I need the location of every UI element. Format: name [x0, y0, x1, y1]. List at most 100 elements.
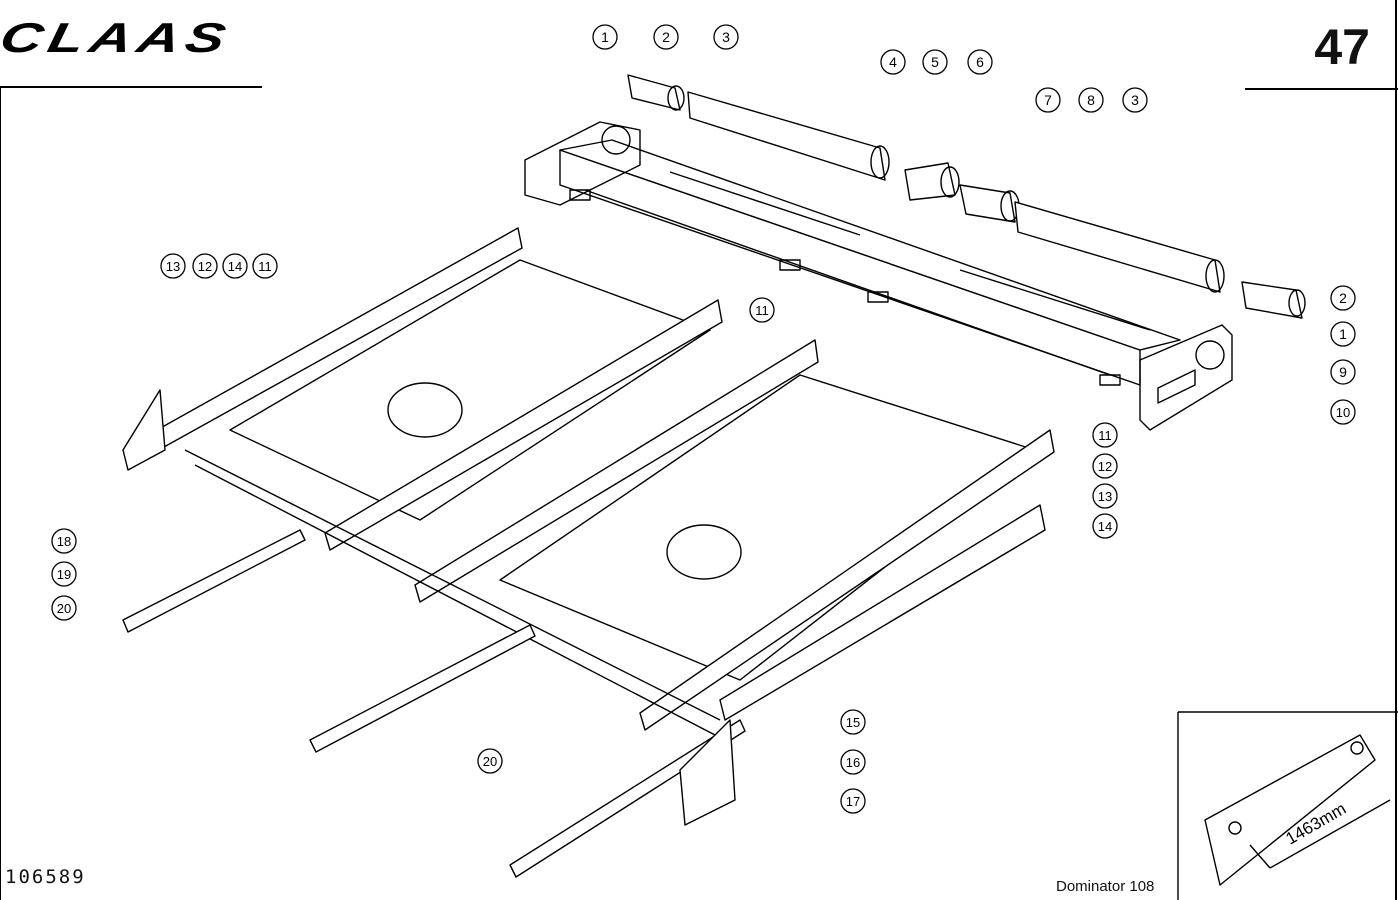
callout-circle: [222, 253, 248, 279]
callout-label: 1: [601, 29, 609, 45]
callout-c17: 17: [840, 788, 866, 814]
callout-circle: [592, 24, 618, 50]
callout-circle: [1330, 359, 1356, 385]
callout-c19: 19: [51, 561, 77, 587]
callout-circle: [1092, 483, 1118, 509]
callout-c4: 4: [880, 49, 906, 75]
callout-c5: 5: [922, 49, 948, 75]
callout-circle: [1035, 87, 1061, 113]
callout-c11a: 11: [252, 253, 278, 279]
callout-c14b: 14: [1092, 513, 1118, 539]
callout-circle: [51, 595, 77, 621]
callout-circle: [51, 561, 77, 587]
callout-label: 18: [57, 534, 71, 549]
callout-circle: [1078, 87, 1104, 113]
callout-c20b: 20: [477, 748, 503, 774]
inset-dimension-label: 1463mm: [1283, 799, 1350, 849]
lower-rails: [122, 389, 1046, 878]
document-number: 106589: [5, 866, 86, 888]
callout-c3b: 3: [1122, 87, 1148, 113]
callout-c15: 15: [840, 709, 866, 735]
callout-c16: 16: [840, 749, 866, 775]
callout-c12a: 12: [192, 253, 218, 279]
callout-label: 12: [198, 259, 212, 274]
callout-circle: [160, 253, 186, 279]
callout-circle: [840, 749, 866, 775]
callout-label: 10: [1336, 405, 1350, 420]
callout-circle: [252, 253, 278, 279]
callout-label: 2: [1339, 290, 1347, 306]
callout-label: 16: [846, 755, 860, 770]
callout-circle: [51, 528, 77, 554]
wooden-slats: [147, 227, 1055, 731]
callout-c12b: 12: [1092, 453, 1118, 479]
inset-detail: [1177, 711, 1398, 900]
callout-circle: [1092, 513, 1118, 539]
callout-label: 8: [1087, 92, 1095, 108]
callout-label: 7: [1044, 92, 1052, 108]
callout-circle: [192, 253, 218, 279]
callout-c2b: 2: [1330, 285, 1356, 311]
floor-panels: [229, 259, 1036, 681]
callout-circle: [1330, 285, 1356, 311]
rear-cross-tube: [524, 121, 1181, 386]
callout-c11c: 11: [1092, 422, 1118, 448]
callout-circle: [1092, 422, 1118, 448]
callout-label: 5: [931, 54, 939, 70]
callout-circle: [880, 49, 906, 75]
callout-circle: [1092, 453, 1118, 479]
tube-sleeves: [627, 74, 1306, 319]
callout-label: 20: [483, 754, 497, 769]
callout-circle: [749, 297, 775, 323]
callout-c2a: 2: [653, 24, 679, 50]
callout-c1b: 1: [1330, 321, 1356, 347]
callout-circle: [840, 788, 866, 814]
callout-c13a: 13: [160, 253, 186, 279]
callout-circle: [1330, 321, 1356, 347]
callout-label: 13: [1098, 489, 1112, 504]
callout-label: 17: [846, 794, 860, 809]
callout-label: 9: [1339, 364, 1347, 380]
callout-label: 11: [1098, 428, 1112, 443]
callout-circle: [840, 709, 866, 735]
callout-c18: 18: [51, 528, 77, 554]
callout-c10: 10: [1330, 399, 1356, 425]
callout-label: 15: [846, 715, 860, 730]
callout-label: 1: [1339, 326, 1347, 342]
callout-c9: 9: [1330, 359, 1356, 385]
callout-label: 6: [976, 54, 984, 70]
callout-label: 11: [258, 259, 272, 274]
callout-circle: [967, 49, 993, 75]
callout-circle: [653, 24, 679, 50]
callout-label: 4: [889, 54, 897, 70]
callout-label: 2: [662, 29, 670, 45]
callout-label: 3: [722, 29, 730, 45]
callout-circle: [713, 24, 739, 50]
callout-circle: [922, 49, 948, 75]
callout-label: 13: [166, 259, 180, 274]
callout-label: 11: [755, 303, 769, 318]
callout-c3a: 3: [713, 24, 739, 50]
callout-c8: 8: [1078, 87, 1104, 113]
page-number: 47: [1314, 19, 1370, 75]
callout-c1a: 1: [592, 24, 618, 50]
callout-c20a: 20: [51, 595, 77, 621]
callout-circle: [477, 748, 503, 774]
callout-c6: 6: [967, 49, 993, 75]
callout-circle: [1122, 87, 1148, 113]
end-plate-right: [1139, 324, 1233, 431]
callout-c13b: 13: [1092, 483, 1118, 509]
callout-label: 20: [57, 601, 71, 616]
callout-c11b: 11: [749, 297, 775, 323]
callout-label: 14: [228, 259, 242, 274]
callout-circle: [1330, 399, 1356, 425]
callout-c14a: 14: [222, 253, 248, 279]
callout-label: 14: [1098, 519, 1112, 534]
model-name: Dominator 108: [1056, 878, 1155, 895]
callout-c7: 7: [1035, 87, 1061, 113]
callout-label: 3: [1131, 92, 1139, 108]
